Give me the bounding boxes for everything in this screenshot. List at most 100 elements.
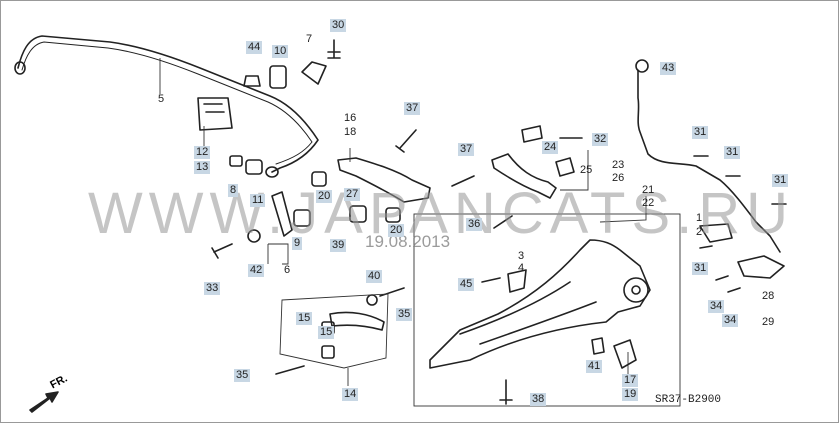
callout-10: 10	[272, 45, 289, 58]
callout-19: 19	[622, 388, 639, 401]
callout-33: 33	[204, 282, 221, 295]
bushing-9	[293, 209, 311, 227]
bolt-31d	[699, 245, 713, 249]
bolt-37a	[395, 129, 417, 153]
watermark: WWW.JAPANCATS.RU	[88, 181, 795, 246]
stabilizer-end-left	[14, 61, 26, 75]
callout-42: 42	[248, 264, 265, 277]
callout-1: 1	[696, 212, 703, 224]
bolt-30	[327, 39, 341, 59]
bushing-20	[311, 171, 327, 187]
callout-31-3: 31	[772, 174, 789, 187]
callout-15-2: 15	[318, 326, 335, 339]
callout-20-2: 20	[388, 224, 405, 237]
trailing-arm	[429, 239, 651, 369]
callout-23: 23	[612, 159, 625, 171]
upper-arm	[337, 157, 431, 203]
group-outline-21	[413, 213, 681, 407]
callout-34: 34	[708, 300, 725, 313]
lower-arm	[329, 311, 385, 331]
bushing-25	[555, 157, 575, 177]
callout-35: 35	[396, 308, 413, 321]
callout-7: 7	[306, 33, 313, 45]
bushing-24	[521, 125, 543, 143]
callout-8: 8	[228, 184, 239, 197]
callout-31-4: 31	[692, 262, 709, 275]
bolt-45	[481, 277, 501, 283]
bushing-11	[245, 159, 263, 175]
bolt-34a	[715, 275, 729, 281]
callout-36: 36	[466, 218, 483, 231]
callout-30: 30	[330, 19, 347, 32]
callout-21: 21	[642, 184, 655, 196]
sensor-bracket	[699, 223, 785, 279]
callout-24: 24	[542, 141, 559, 154]
callout-3: 3	[518, 250, 525, 262]
callout-16: 16	[344, 112, 357, 124]
callout-13: 13	[194, 161, 211, 174]
callout-25: 25	[580, 164, 593, 176]
stabilizer-end-right	[265, 166, 279, 178]
callout-27: 27	[344, 188, 361, 201]
nut-44	[243, 75, 261, 87]
callout-2: 2	[696, 226, 703, 238]
callout-29: 29	[762, 316, 775, 328]
callout-15: 15	[296, 312, 313, 325]
callout-11: 11	[250, 194, 266, 207]
knuckle-17	[613, 339, 637, 369]
callout-44: 44	[246, 41, 263, 54]
callout-6: 6	[284, 264, 291, 276]
bushing-20b	[385, 207, 401, 223]
nut-40	[366, 294, 378, 306]
callout-39: 39	[330, 239, 347, 252]
callout-43: 43	[660, 62, 677, 75]
bolt-33	[211, 243, 233, 259]
callout-32: 32	[592, 133, 609, 146]
callout-28: 28	[762, 290, 775, 302]
callout-14: 14	[342, 388, 359, 401]
watermark-date: 19.08.2013	[365, 232, 451, 251]
callout-31: 31	[692, 126, 709, 139]
grommet-43	[635, 59, 649, 73]
callout-34-2: 34	[722, 314, 739, 327]
callout-41: 41	[586, 360, 603, 373]
nut-41	[591, 337, 605, 355]
callout-20: 20	[316, 190, 333, 203]
link-bracket-7	[301, 61, 327, 85]
bolt-37b	[451, 175, 475, 187]
callout-26: 26	[612, 172, 625, 184]
callout-38: 38	[530, 393, 547, 406]
callout-40: 40	[366, 270, 383, 283]
bracket-3	[507, 269, 527, 293]
bolt-35b	[275, 365, 305, 375]
hub-flange	[623, 277, 649, 303]
fr-arrow	[29, 391, 59, 413]
bolt-36	[493, 215, 513, 229]
callout-5: 5	[158, 93, 165, 105]
bolt-38	[499, 379, 513, 405]
callout-22: 22	[642, 197, 655, 209]
callout-12: 12	[194, 146, 211, 159]
abs-sensor	[637, 69, 781, 253]
callout-31-2: 31	[724, 146, 741, 159]
washer-42	[247, 229, 261, 243]
bushing-8	[229, 155, 243, 167]
bolt-35a	[379, 287, 405, 297]
link-9	[271, 191, 293, 237]
callout-37: 37	[404, 102, 421, 115]
stabilizer-bracket	[197, 97, 233, 131]
callout-9: 9	[292, 237, 303, 250]
callout-35-2: 35	[234, 369, 251, 382]
part-code: SR37-B2900	[655, 394, 722, 406]
callout-45: 45	[458, 278, 475, 291]
bushing-15b	[321, 345, 335, 359]
stabilizer-bar	[17, 35, 319, 173]
bushing-10	[269, 65, 287, 89]
bolt-34b	[727, 287, 741, 293]
callout-4: 4	[518, 262, 525, 274]
callout-18: 18	[344, 126, 357, 138]
group-outline-14	[279, 293, 389, 369]
trailing-link	[491, 153, 557, 199]
callout-37-2: 37	[458, 143, 475, 156]
